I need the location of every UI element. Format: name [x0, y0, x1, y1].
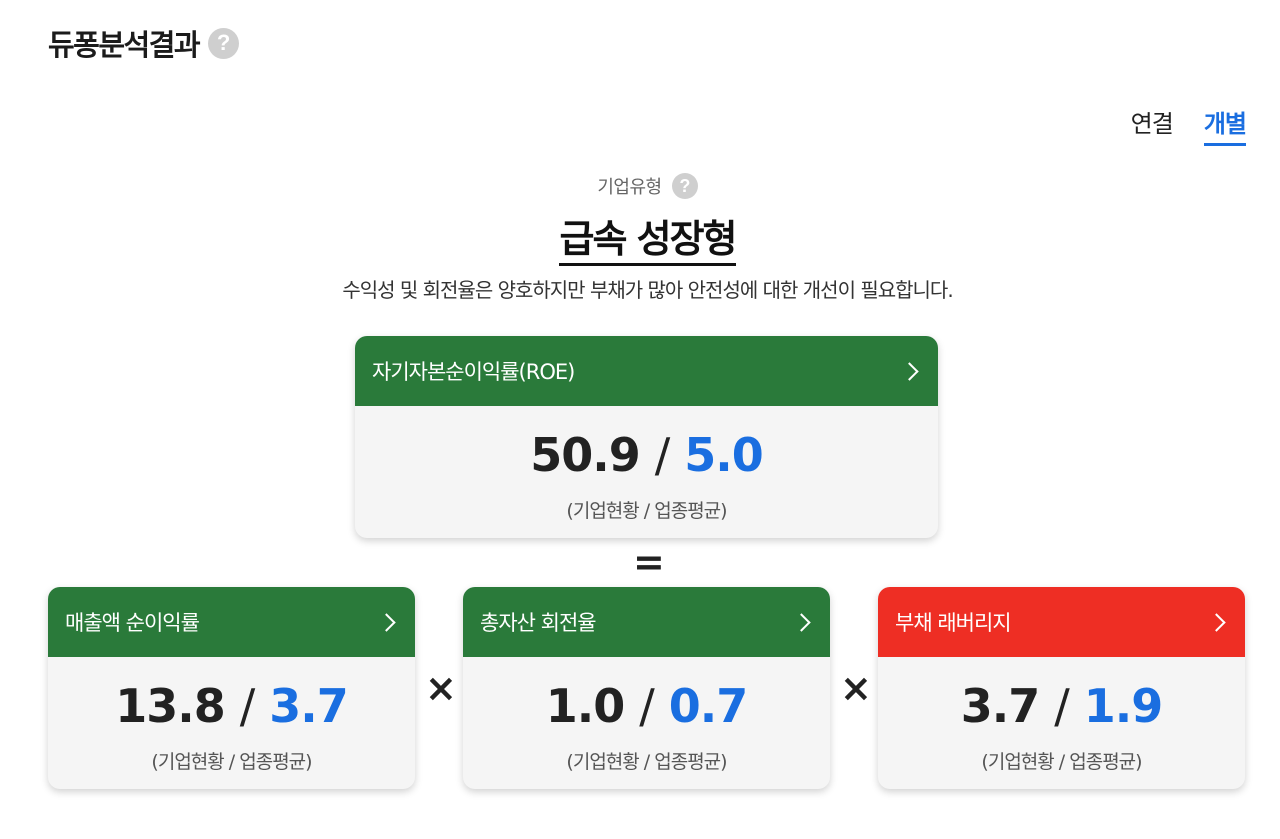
- tab-consolidated[interactable]: 연결: [1130, 110, 1174, 138]
- net-margin-company-value: 13.8: [115, 679, 225, 733]
- debt-leverage-card-header[interactable]: 부채 래버리지: [878, 587, 1245, 657]
- roe-company-value: 50.9: [530, 428, 640, 482]
- chevron-right-icon: [900, 361, 919, 381]
- page-title: 듀퐁분석결과 ?: [48, 22, 240, 64]
- roe-card-header[interactable]: 자기자본순이익률(ROE): [355, 336, 938, 406]
- asset-turnover-caption: (기업현황 / 업종평균): [566, 751, 727, 773]
- debt-leverage-card: 부채 래버리지 3.7 / 1.9 (기업현황 / 업종평균): [878, 587, 1245, 789]
- company-type-caption: 기업유형 ?: [0, 173, 1280, 199]
- roe-card-title: 자기자본순이익률(ROE): [372, 360, 575, 384]
- net-margin-card-header[interactable]: 매출액 순이익률: [48, 587, 415, 657]
- tab-separate[interactable]: 개별: [1203, 104, 1247, 146]
- chevron-right-icon: [792, 612, 811, 632]
- multiply-operator: ×: [840, 666, 872, 710]
- asset-turnover-card-title: 총자산 회전율: [480, 611, 597, 635]
- roe-caption: (기업현황 / 업종평균): [566, 500, 727, 522]
- value-separator: /: [654, 428, 670, 482]
- page-title-text: 듀퐁분석결과: [48, 28, 201, 62]
- asset-turnover-industry-value: 0.7: [668, 679, 748, 733]
- debt-leverage-caption: (기업현황 / 업종평균): [981, 751, 1142, 773]
- roe-values: 50.9 / 5.0: [355, 428, 938, 482]
- asset-turnover-card-header[interactable]: 총자산 회전율: [463, 587, 830, 657]
- debt-leverage-industry-value: 1.9: [1083, 679, 1163, 733]
- asset-turnover-company-value: 1.0: [545, 679, 625, 733]
- roe-industry-value: 5.0: [684, 428, 763, 482]
- multiply-operator: ×: [425, 666, 457, 710]
- view-tabs: 연결 개별: [1130, 104, 1247, 146]
- company-type-description: 수익성 및 회전율은 양호하지만 부채가 많아 안전성에 대한 개선이 필요합니…: [342, 278, 953, 302]
- asset-turnover-values: 1.0 / 0.7: [463, 679, 830, 733]
- net-margin-caption: (기업현황 / 업종평균): [151, 751, 312, 773]
- value-separator: /: [1054, 679, 1069, 733]
- value-separator: /: [239, 679, 255, 733]
- company-type-label: 기업유형: [597, 177, 662, 198]
- chevron-right-icon: [1207, 612, 1226, 632]
- company-type-help-icon[interactable]: ?: [671, 173, 698, 199]
- company-type-text: 급속 성장형: [559, 217, 738, 266]
- asset-turnover-card: 총자산 회전율 1.0 / 0.7 (기업현황 / 업종평균): [463, 587, 830, 789]
- debt-leverage-values: 3.7 / 1.9: [878, 679, 1245, 733]
- debt-leverage-company-value: 3.7: [960, 679, 1040, 733]
- chevron-right-icon: [377, 612, 396, 632]
- equals-operator: =: [633, 540, 665, 584]
- net-margin-industry-value: 3.7: [269, 679, 348, 733]
- net-margin-card: 매출액 순이익률 13.8 / 3.7 (기업현황 / 업종평균): [48, 587, 415, 789]
- company-type-value: 급속 성장형: [0, 208, 1280, 266]
- value-separator: /: [639, 679, 654, 733]
- roe-card: 자기자본순이익률(ROE) 50.9 / 5.0 (기업현황 / 업종평균): [355, 336, 938, 538]
- net-margin-card-title: 매출액 순이익률: [65, 611, 200, 635]
- help-icon[interactable]: ?: [208, 27, 240, 59]
- debt-leverage-card-title: 부채 래버리지: [895, 611, 1012, 635]
- net-margin-values: 13.8 / 3.7: [48, 679, 415, 733]
